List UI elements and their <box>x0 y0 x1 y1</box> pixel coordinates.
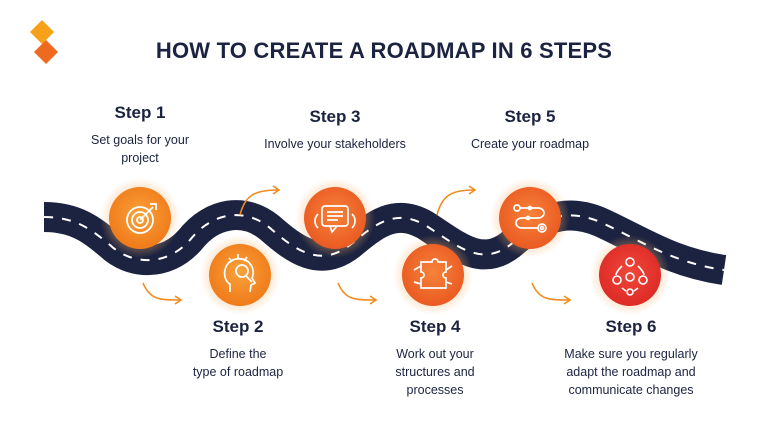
step4-desc-line1: Work out your <box>396 347 474 361</box>
step6-desc-line1: Make sure you regularly <box>564 347 698 361</box>
arrow-icon-1 <box>142 282 183 305</box>
step6-description: Make sure you regularly adapt the roadma… <box>541 345 721 399</box>
brand-logo <box>30 20 58 64</box>
arrow-icon-4 <box>436 185 477 216</box>
step1-icon-circle <box>100 178 180 258</box>
team-cycle-icon <box>612 257 648 296</box>
arrow-icon-5 <box>531 282 572 305</box>
step1-desc-line1: Set goals for your <box>91 133 189 147</box>
step2-heading: Step 2 <box>212 317 264 336</box>
step6-heading: Step 6 <box>605 317 657 336</box>
step6-desc-line3: communicate changes <box>568 383 694 397</box>
step5-desc-line1: Create your roadmap <box>470 137 590 151</box>
step4-heading: Step 4 <box>409 317 461 336</box>
step4-desc-line2: structures and <box>395 365 475 379</box>
step5-description: Create your roadmap <box>445 135 615 153</box>
step6-icon-circle <box>590 235 670 315</box>
step6-desc-line2: adapt the roadmap and <box>566 365 696 379</box>
step1-description: Set goals for your project <box>55 131 225 167</box>
step1-heading: Step 1 <box>114 103 166 122</box>
step2-desc-line2: type of roadmap <box>192 365 284 379</box>
page-title: HOW TO CREATE A ROADMAP IN 6 STEPS <box>155 38 613 63</box>
head-search-icon <box>223 254 257 293</box>
step4-icon-circle <box>393 235 473 315</box>
step2-desc-line1: Define the <box>209 347 267 361</box>
step3-description: Involve your stakeholders <box>250 135 420 153</box>
step4-description: Work out your structures and processes <box>350 345 520 399</box>
arrow-icon-2 <box>239 185 281 216</box>
step5-heading: Step 5 <box>504 107 556 126</box>
roadmap-path-icon <box>513 204 547 233</box>
step2-description: Define the type of roadmap <box>153 345 323 381</box>
target-icon <box>126 203 157 234</box>
step5-icon-circle <box>490 178 570 258</box>
step3-heading: Step 3 <box>309 107 361 126</box>
step1-desc-line2: project <box>121 151 159 165</box>
step3-icon-circle <box>295 178 375 258</box>
step4-desc-line3: processes <box>406 383 464 397</box>
step2-icon-circle <box>200 235 280 315</box>
step3-desc-line1: Involve your stakeholders <box>264 137 406 151</box>
arrow-icon-3 <box>337 282 378 305</box>
puzzle-icon <box>413 258 453 289</box>
chat-bubble-icon <box>314 205 356 234</box>
